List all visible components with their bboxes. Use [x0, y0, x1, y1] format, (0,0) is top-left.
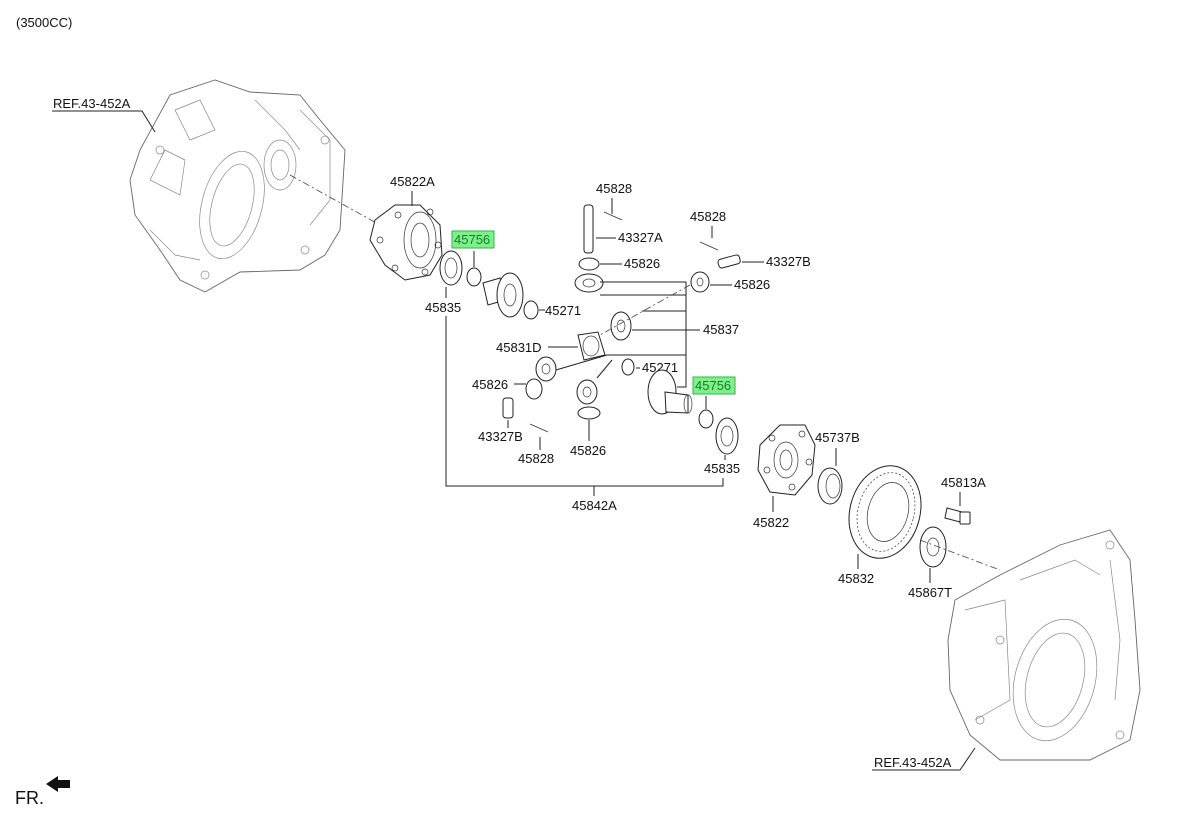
washer-45826-top: [578, 257, 600, 271]
front-direction-label: FR.: [15, 788, 44, 808]
side-gear-45271-top: [482, 272, 524, 318]
pinion-shaft-43327A: [583, 204, 594, 254]
label-45271-mid: 45271: [642, 360, 678, 375]
label-45822A: 45822A: [390, 174, 435, 189]
label-45756-mid[interactable]: 45756: [695, 378, 731, 393]
label-45822: 45822: [753, 515, 789, 530]
differential-case-45822A: [369, 204, 443, 281]
label-45828-bottom: 45828: [518, 451, 554, 466]
label-45826-bottom: 45826: [570, 443, 606, 458]
bolt-45813A: [944, 507, 971, 525]
washer-45826-left: [525, 378, 543, 400]
highlight-45756-top: [451, 230, 495, 249]
thrust-washer-45835-left: [439, 250, 463, 286]
transmission-housing-left: [129, 79, 346, 293]
pin-43327B-left: [502, 397, 514, 419]
ref-leader-bottom: [872, 747, 976, 771]
thrust-washer-45835-right: [715, 417, 739, 455]
snap-ring-45756-mid: [698, 409, 714, 429]
washer-45271-top: [523, 300, 539, 320]
washer-45826-right: [690, 271, 710, 293]
snap-ring-45756-top: [466, 267, 482, 287]
transmission-housing-right: [947, 529, 1141, 761]
engine-note: (3500CC): [16, 15, 72, 30]
label-45835-left: 45835: [425, 300, 461, 315]
highlight-45756-mid: [692, 376, 736, 395]
label-45826-left: 45826: [472, 377, 508, 392]
washer-45867T: [919, 526, 947, 568]
ring-gear-45832: [848, 465, 922, 559]
label-45737B: 45737B: [815, 430, 860, 445]
label-45826-top: 45826: [624, 256, 660, 271]
label-45828-right: 45828: [690, 209, 726, 224]
label-45837: 45837: [703, 322, 739, 337]
label-45835-right: 45835: [704, 461, 740, 476]
front-arrow-icon: [46, 776, 70, 792]
label-45842A: 45842A: [572, 498, 617, 513]
label-45826-right: 45826: [734, 277, 770, 292]
label-45271-top: 45271: [545, 303, 581, 318]
label-45831D: 45831D: [496, 340, 542, 355]
ref-label-top: REF.43-452A: [53, 96, 131, 111]
pinion-gear-bottom: [576, 379, 598, 405]
label-45828-top: 45828: [596, 181, 632, 196]
pinion-gear-top: [574, 273, 604, 293]
pinion-gear-45837: [610, 311, 632, 341]
ref-leader-top: [52, 110, 156, 133]
pin-43327B-right: [717, 254, 741, 269]
ref-label-bottom: REF.43-452A: [874, 755, 952, 770]
label-45756-top[interactable]: 45756: [454, 232, 490, 247]
side-gear-right: [647, 369, 693, 415]
label-43327B-left: 43327B: [478, 429, 523, 444]
washer-45271-mid: [621, 358, 635, 376]
label-45867T: 45867T: [908, 585, 952, 600]
label-43327A: 43327A: [618, 230, 663, 245]
bearing-45737B: [817, 467, 843, 505]
pinion-45831D: [577, 331, 606, 361]
pinion-gear-left: [535, 356, 557, 382]
label-45813A: 45813A: [941, 475, 986, 490]
label-45832: 45832: [838, 571, 874, 586]
label-43327B-right: 43327B: [766, 254, 811, 269]
washer-45826-bottom: [577, 406, 601, 420]
flange-45822: [757, 424, 816, 496]
